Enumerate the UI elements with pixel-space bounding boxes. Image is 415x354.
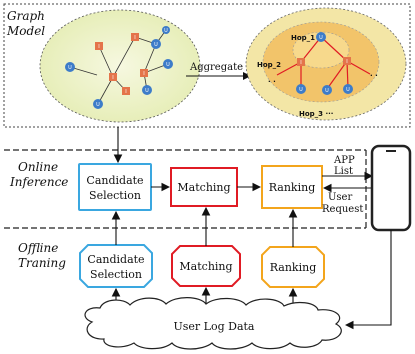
item-node [95, 42, 103, 50]
item-node-letter: I [112, 75, 113, 81]
user-node [93, 99, 103, 109]
online-ranking-box: Ranking [261, 165, 323, 209]
item-node [297, 58, 305, 66]
ellipsis-left: · · [268, 78, 276, 86]
item-node-letter: I [346, 59, 347, 65]
online-ranking-label: Ranking [269, 181, 316, 194]
user-node [142, 85, 152, 95]
hop-2-label: Hop_2 [257, 61, 281, 69]
user-log-data-label: User Log Data [173, 320, 254, 333]
graph-model-title-line2: Model [6, 24, 45, 38]
user-node [316, 32, 326, 42]
offline-matching-box: Matching [171, 245, 241, 287]
user-node [65, 62, 75, 72]
user-node [151, 39, 161, 49]
online-label-line1: Online [18, 160, 58, 174]
aggregate-label: Aggregate [189, 62, 243, 73]
app-list-line2: List [334, 166, 353, 177]
user-node [296, 84, 306, 94]
online-matching-label: Matching [177, 181, 230, 194]
item-node-letter: I [125, 89, 126, 95]
user-node [343, 84, 353, 94]
graph-model-panel [3, 3, 411, 128]
user-node-letter: U [346, 87, 350, 93]
graph-model-title-line1: Graph [7, 9, 45, 23]
aggregation-nodes: U U U U I I [296, 32, 353, 95]
user-node-letter: U [96, 102, 100, 108]
item-node-letter: I [134, 35, 135, 41]
online-matching-box: Matching [170, 167, 238, 207]
offline-ranking-label: Ranking [270, 261, 317, 274]
item-node [140, 69, 148, 77]
user-node [322, 85, 332, 95]
offline-matching-label: Matching [179, 260, 232, 273]
user-node-letter: U [325, 88, 329, 94]
user-node-letter: U [164, 28, 168, 34]
user-log-cloud [84, 297, 342, 350]
user-node [162, 26, 170, 34]
user-node-letter: U [299, 87, 303, 93]
graph-nodes: U U U U U U I I I I I [65, 26, 173, 109]
offline-candidate-box: Candidate Selection [79, 244, 153, 288]
hop-1-label: Hop_1 [291, 34, 315, 42]
offline-candidate-line1: Candidate [87, 253, 144, 266]
online-candidate-line2: Selection [89, 189, 141, 202]
item-node-letter: I [300, 60, 301, 66]
online-candidate-box: Candidate Selection [78, 163, 152, 211]
hop-3-label: Hop_3 ··· [299, 110, 333, 118]
item-node-letter: I [98, 44, 99, 50]
offline-label-line1: Offline [18, 241, 58, 255]
online-label-line2: Inference [9, 175, 68, 189]
user-node [163, 59, 173, 69]
user-node-letter: U [145, 88, 149, 94]
online-candidate-line1: Candidate [86, 174, 143, 187]
user-node-letter: U [166, 62, 170, 68]
item-node [122, 87, 130, 95]
ellipsis-right: · · [370, 72, 378, 80]
offline-label-line2: Traning [18, 256, 66, 270]
item-node [109, 73, 117, 81]
user-request-line1: User [328, 192, 352, 203]
user-node-letter: U [319, 35, 323, 41]
graph-ellipse [39, 9, 201, 123]
offline-candidate-line2: Selection [90, 268, 142, 281]
app-list-line1: APP [333, 155, 355, 166]
phone-to-log-arrow [344, 230, 392, 330]
user-request-line2: Request [322, 204, 363, 215]
item-node [343, 57, 351, 65]
offline-ranking-box: Ranking [261, 246, 325, 288]
user-node-letter: U [68, 65, 72, 71]
user-node-letter: U [154, 42, 158, 48]
item-node [131, 33, 139, 41]
item-node-letter: I [143, 71, 144, 77]
phone-icon [370, 144, 412, 232]
